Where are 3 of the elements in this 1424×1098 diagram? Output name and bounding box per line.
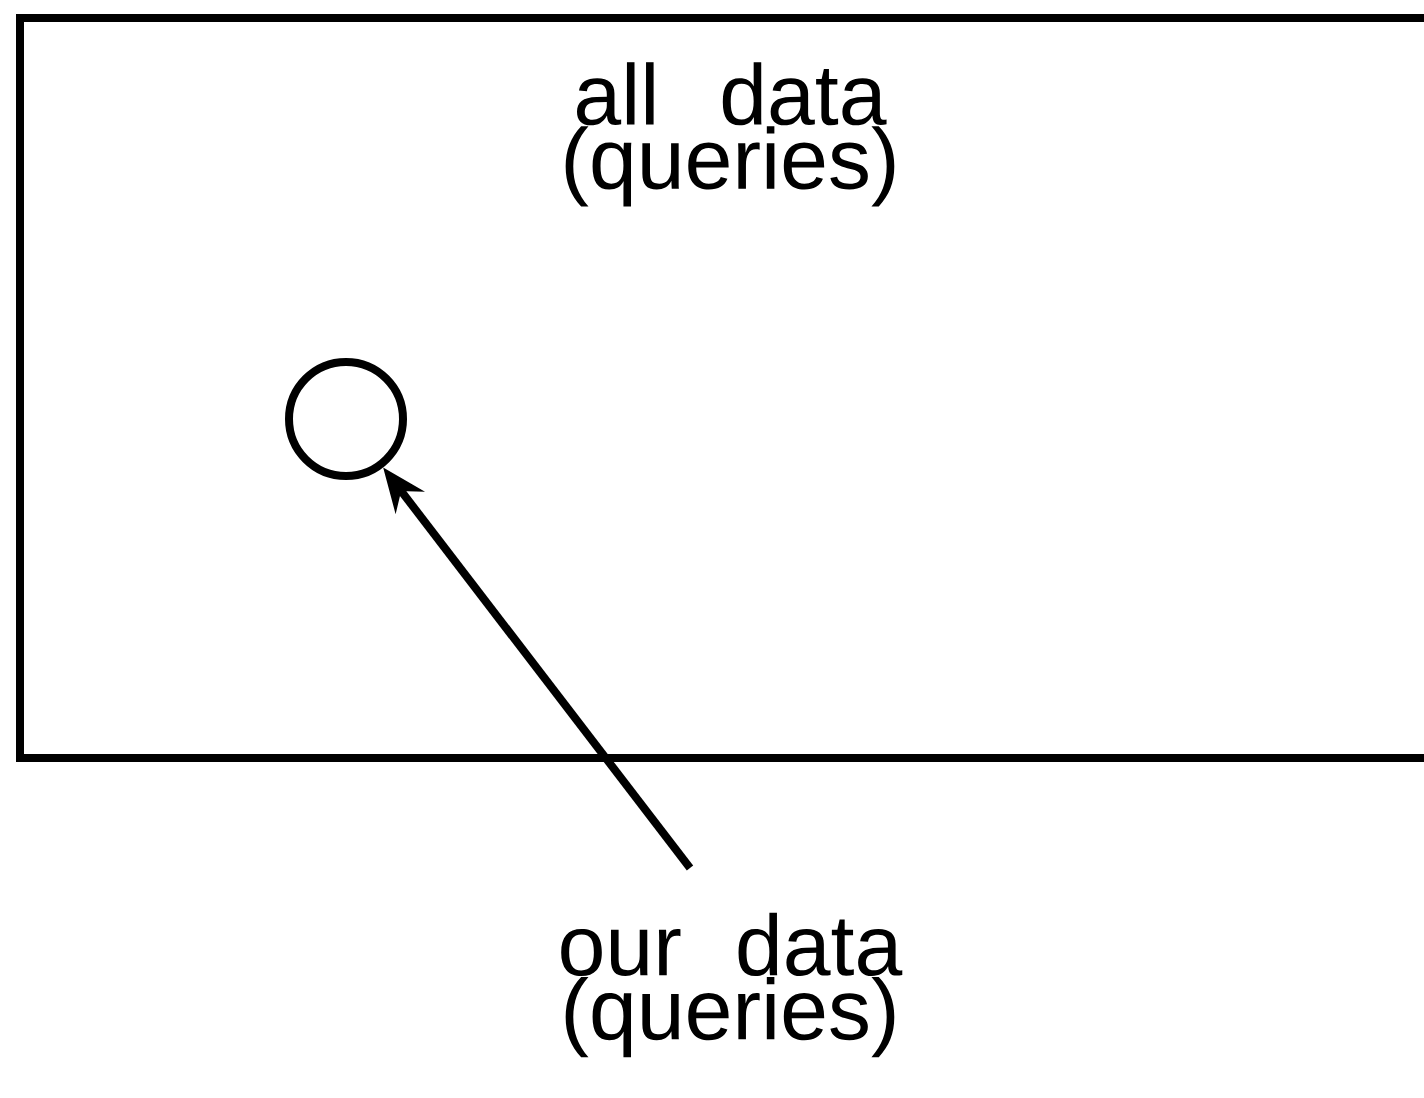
circle (285, 358, 407, 480)
frame-box: all data (queries) (16, 14, 1424, 762)
text-label: our data (queries) (561, 912, 903, 1058)
